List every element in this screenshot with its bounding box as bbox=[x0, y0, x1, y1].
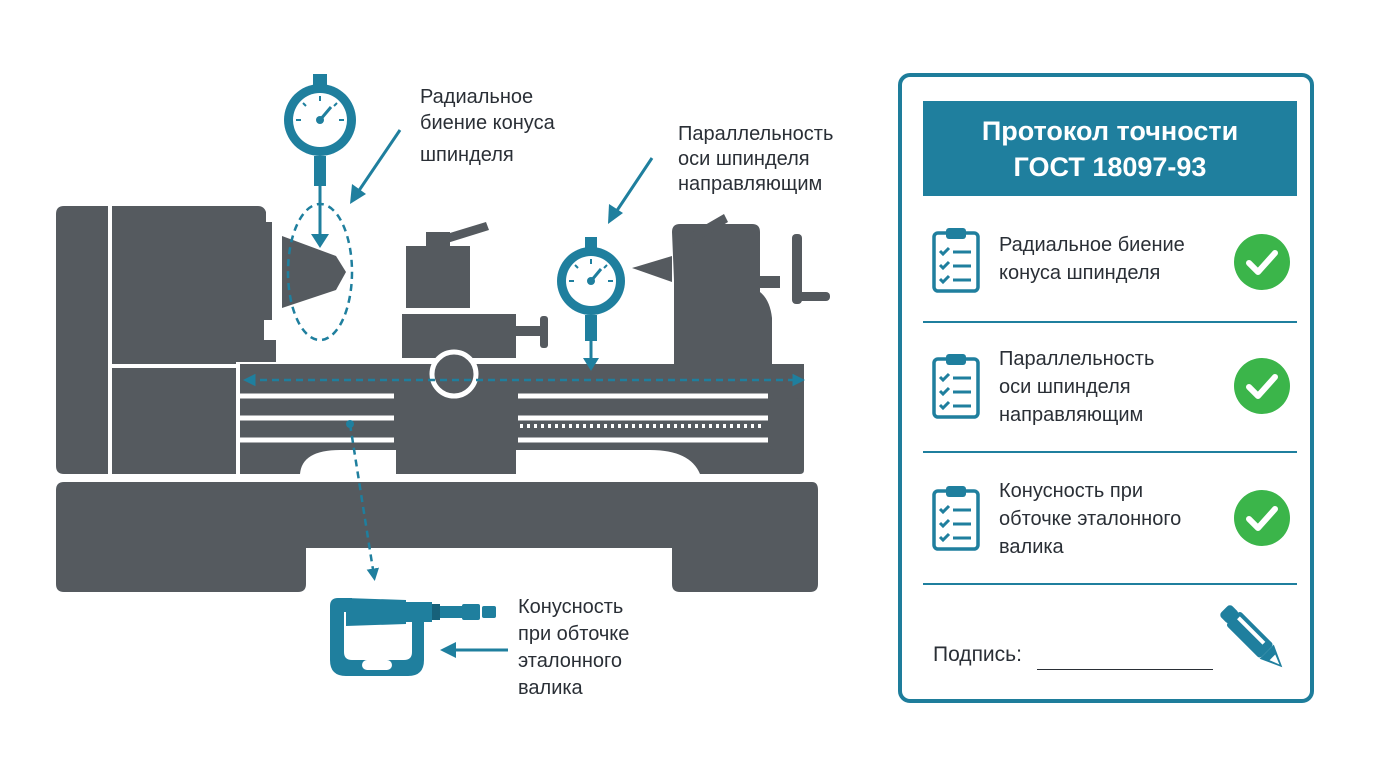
clipboard-checklist-icon bbox=[932, 486, 980, 551]
signature-label: Подпись: bbox=[933, 643, 1022, 666]
pen-icon bbox=[1220, 605, 1283, 668]
callout-spindle-runout: Радиальное биение конуса шпинделя bbox=[420, 84, 555, 168]
tailstock-quill bbox=[752, 276, 780, 288]
spindle-cone bbox=[282, 236, 346, 308]
label-line: Конусность при bbox=[999, 480, 1144, 502]
protocol-item: Радиальное биение конуса шпинделя bbox=[923, 219, 1297, 319]
protocol-item: Конусность при обточке эталонного валика bbox=[923, 471, 1297, 581]
label-line: валика bbox=[999, 536, 1064, 558]
tailstock bbox=[672, 224, 772, 364]
signature-field[interactable] bbox=[1037, 669, 1213, 670]
protocol-item: Параллельность оси шпинделя направляющим bbox=[923, 339, 1297, 449]
callout-line: эталонного bbox=[518, 650, 623, 672]
bed-end-cap bbox=[770, 398, 800, 450]
clipboard-checklist-icon bbox=[932, 228, 980, 293]
callout-line: валика bbox=[518, 677, 583, 699]
lathe-diagram bbox=[56, 74, 830, 676]
callout-line: Параллельность bbox=[678, 123, 834, 145]
callout-line: Радиальное bbox=[420, 86, 534, 108]
divider bbox=[923, 451, 1297, 453]
lathe-machine bbox=[56, 206, 830, 592]
callout-line: оси шпинделя bbox=[678, 148, 810, 170]
label-line: Параллельность bbox=[999, 348, 1155, 370]
carriage bbox=[396, 368, 516, 474]
protocol-title-line: Протокол точности bbox=[981, 115, 1239, 146]
callout-conicity: Конусность при обточке эталонного валика bbox=[518, 594, 629, 702]
divider bbox=[923, 583, 1297, 585]
dial-indicator-icon bbox=[284, 74, 356, 248]
micrometer-icon bbox=[330, 598, 496, 676]
lathe-bed-base bbox=[56, 482, 818, 592]
tailstock-handwheel-bar bbox=[792, 234, 802, 304]
protocol-standard: ГОСТ 18097-93 bbox=[1013, 151, 1207, 182]
label-line: оси шпинделя bbox=[999, 376, 1131, 398]
protocol-title: Протокол точности ГОСТ 18097-93 bbox=[923, 101, 1297, 196]
tailstock-lever bbox=[686, 214, 728, 244]
callout-line: направляющим bbox=[678, 173, 823, 195]
label-line: конуса шпинделя bbox=[999, 262, 1161, 284]
divider bbox=[923, 321, 1297, 323]
label-line: направляющим bbox=[999, 404, 1144, 426]
protocol-item-label: Параллельность оси шпинделя направляющим bbox=[999, 345, 1154, 429]
callout-line: Конусность bbox=[518, 596, 624, 618]
check-circle-icon bbox=[1234, 490, 1290, 546]
tool-post-lever bbox=[440, 222, 489, 244]
callout-parallelism: Параллельность оси шпинделя направляющим bbox=[678, 122, 833, 197]
tool-post-base bbox=[406, 246, 470, 308]
tailstock-center bbox=[632, 256, 672, 282]
check-circle-icon bbox=[1234, 358, 1290, 414]
label-line: обточке эталонного bbox=[999, 508, 1182, 530]
label-line: Радиальное биение bbox=[999, 234, 1185, 256]
callout-line: при обточке bbox=[518, 623, 630, 645]
conicity-point bbox=[346, 420, 354, 428]
cross-slide-screw bbox=[516, 326, 544, 336]
check-circle-icon bbox=[1234, 234, 1290, 290]
cross-slide-handle bbox=[540, 316, 548, 348]
protocol-item-label: Конусность при обточке эталонного валика bbox=[999, 477, 1181, 561]
tailstock-handle bbox=[796, 292, 830, 301]
clipboard-checklist-icon bbox=[932, 354, 980, 419]
protocol-card: Протокол точности ГОСТ 18097-93 Радиальн… bbox=[898, 73, 1314, 703]
callout-pointers bbox=[350, 129, 654, 658]
callout-line: шпинделя bbox=[420, 144, 514, 166]
conicity-guide bbox=[348, 423, 380, 581]
dial-indicator-icon bbox=[557, 237, 625, 371]
callout-line: биение конуса bbox=[420, 112, 555, 134]
protocol-item-label: Радиальное биение конуса шпинделя bbox=[999, 231, 1185, 287]
